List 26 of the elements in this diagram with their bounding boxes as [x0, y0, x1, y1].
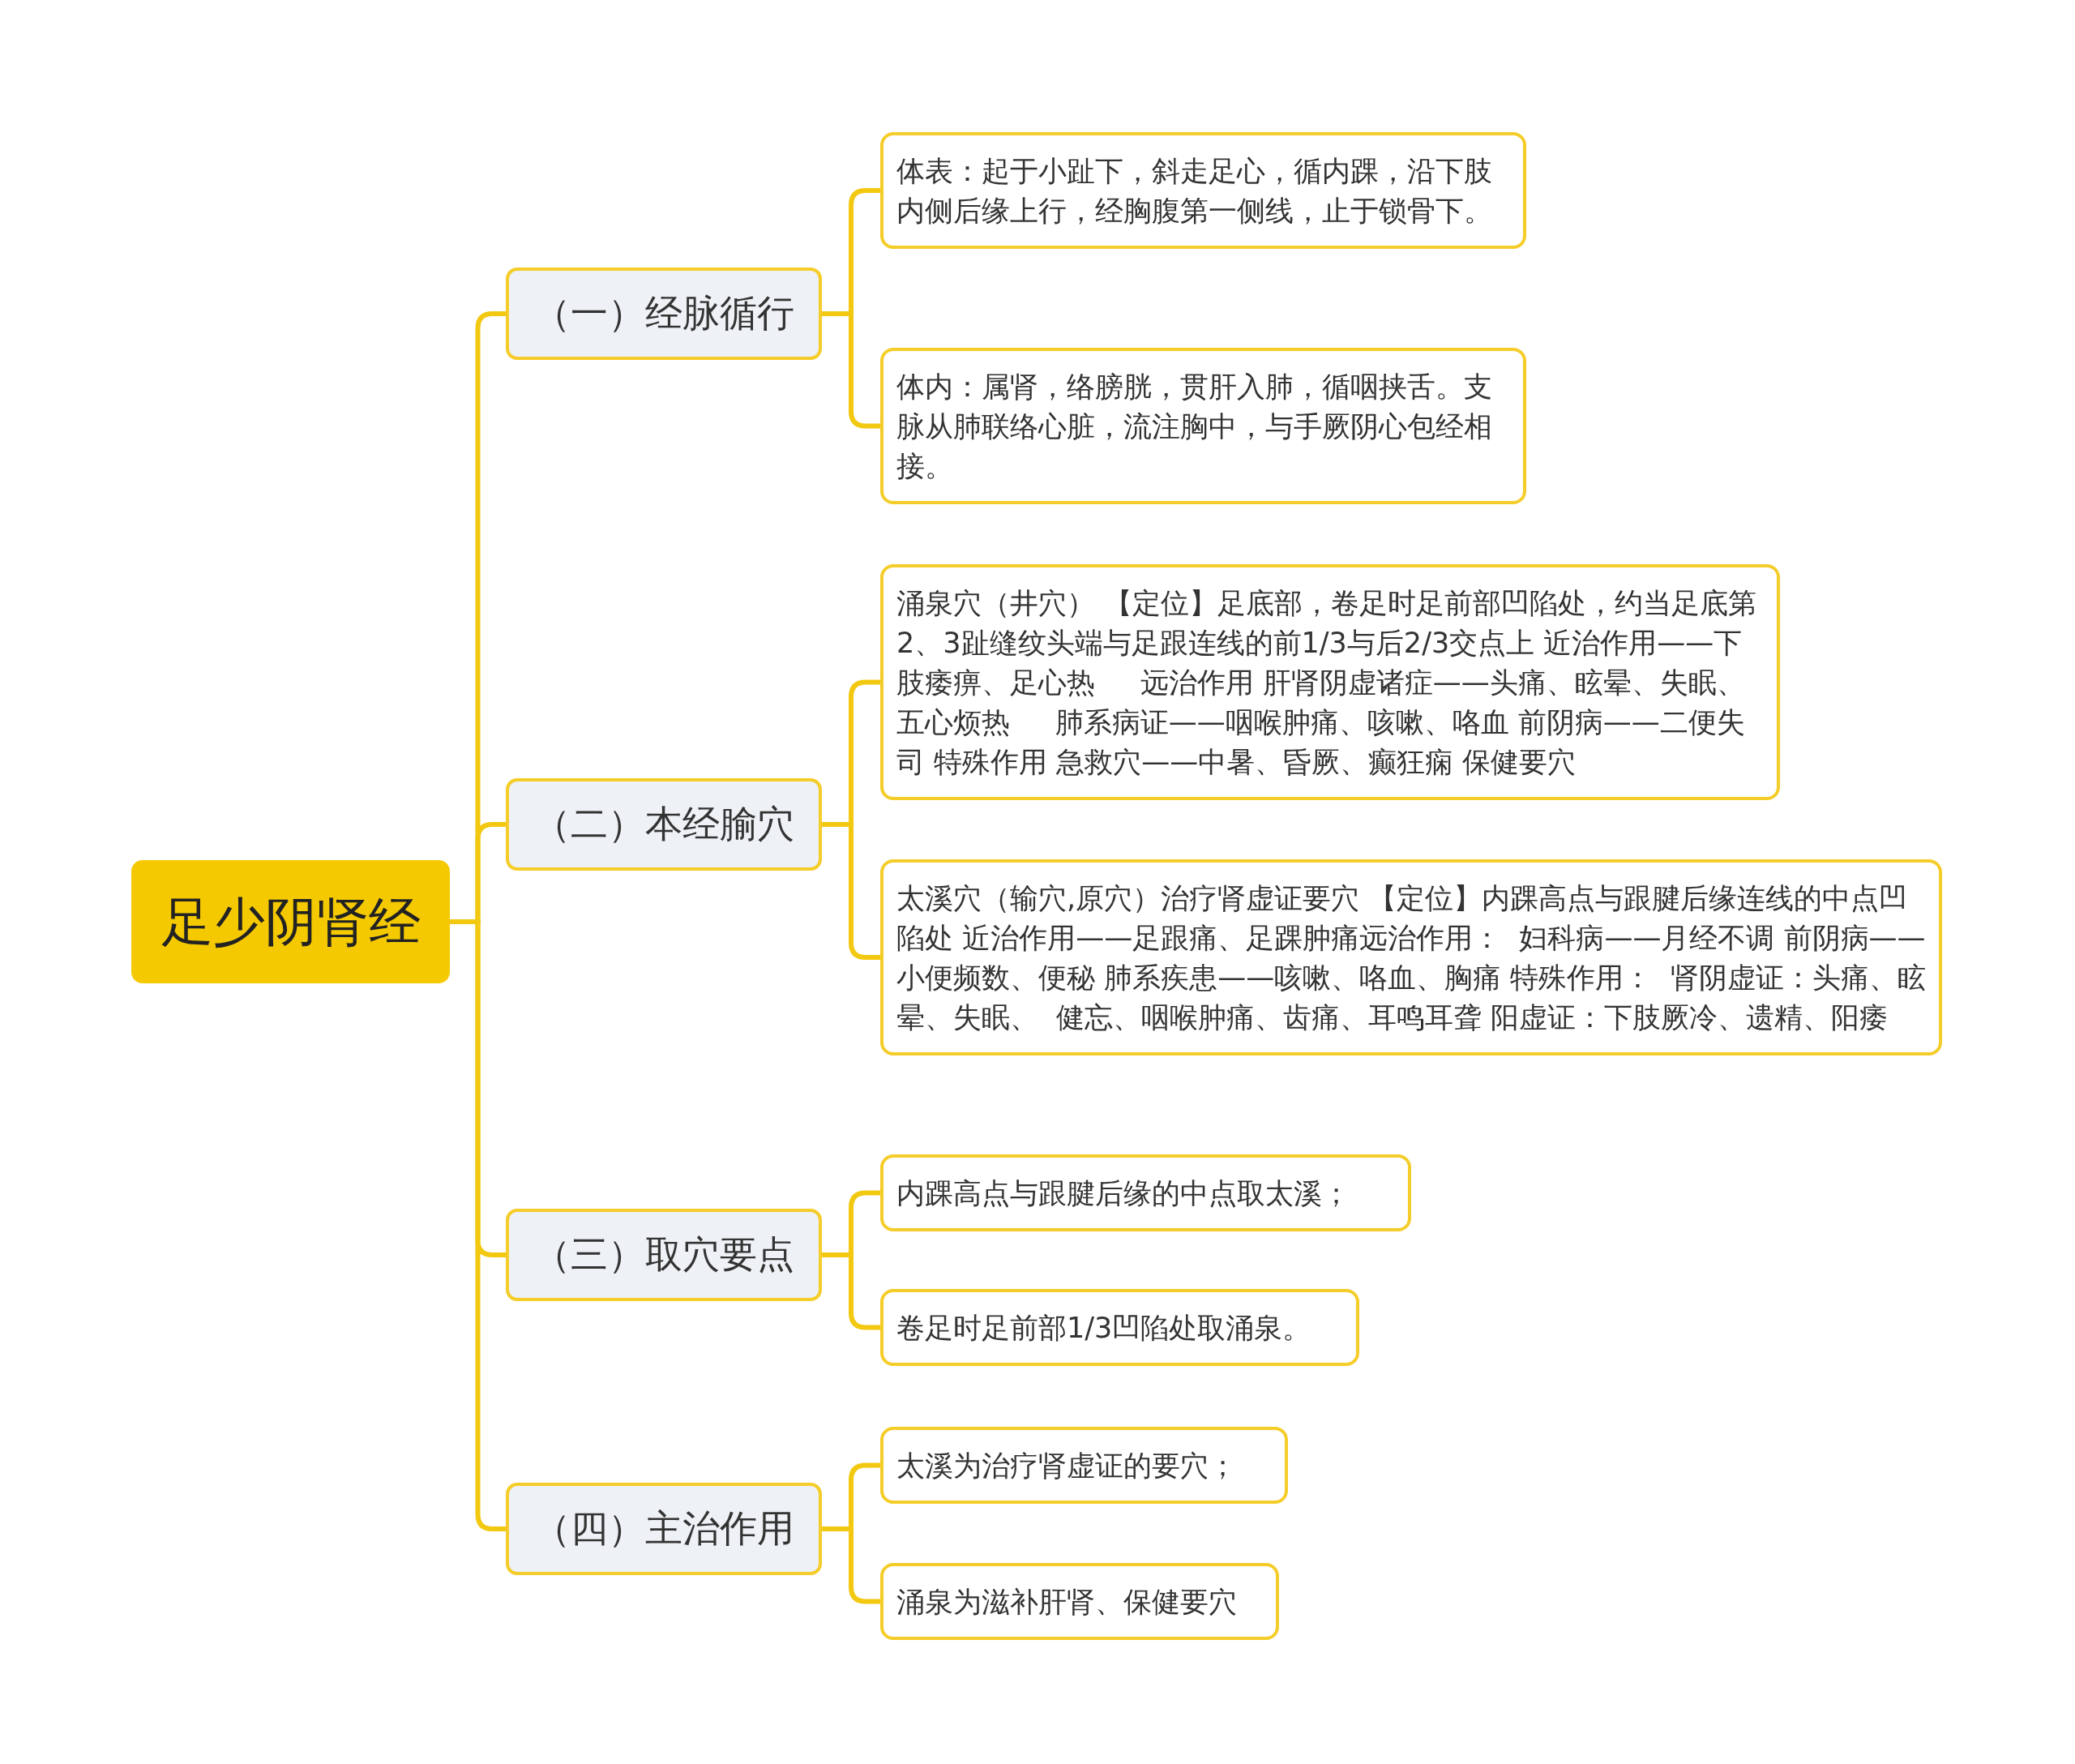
- branch-box: [506, 1209, 822, 1301]
- note-text: 涌泉穴（井穴） 【定位】足底部，卷足时足前部凹陷处，约当足底第2、3趾缝纹头端与足跟连线的前1/3与后2/3交点上 近治作用——下肢痿痹、足心热 远治作用 肝肾阴虚诸症——头痛、眩晕、失眠、五心烦热 肺系病证——咽喉肿痛、咳嗽、咯血 前阴病——二便失司 特殊作用 急救穴——中暑、昏厥、癫狂痫 保健要穴: [896, 587, 1757, 778]
- note-text: 卷足时足前部1/3凹陷处取涌泉。: [896, 1312, 1311, 1344]
- note-box: [880, 348, 1526, 504]
- note-text: 太溪为治疗肾虚证的要穴；: [896, 1449, 1237, 1482]
- note-text: 内踝高点与跟腱后缘的中点取太溪；: [896, 1177, 1350, 1210]
- branch-label: （二）本经腧穴: [533, 801, 794, 847]
- note-box: [880, 1289, 1359, 1366]
- note-box: [880, 1427, 1288, 1504]
- note-box: [880, 859, 1942, 1055]
- note-box: [880, 132, 1526, 249]
- note-box: [880, 1154, 1411, 1231]
- note-text: 涌泉为滋补肝肾、保健要穴: [896, 1586, 1237, 1618]
- branch-box: [506, 1483, 822, 1575]
- topic-box: [131, 860, 450, 983]
- note-box: [880, 1563, 1279, 1640]
- branch-label: （四）主治作用: [533, 1505, 794, 1552]
- note-text: 体内：属肾，络膀胱，贯肝入肺，循咽挟舌。支脉从肺联络心脏，流注胸中，与手厥阴心包经相接。: [896, 370, 1492, 482]
- branch-box: [506, 778, 822, 871]
- branch-box: [506, 268, 822, 360]
- note-text: 体表：起于小趾下，斜走足心，循内踝，沿下肢内侧后缘上行，经胸腹第一侧线，止于锁骨下。: [896, 155, 1492, 227]
- branch-label: （一）经脉循行: [533, 290, 794, 336]
- note-box: [880, 564, 1780, 800]
- note-text: 太溪穴（输穴,原穴）治疗肾虚证要穴 【定位】内踝高点与跟腱后缘连线的中点凹陷处 近治作用——足跟痛、足踝肿痛远治作用： 妇科病——月经不调 前阴病——小便频数、便秘 肺系疾患——咳嗽、咯血、胸痛 特殊作用： 肾阴虚证：头痛、眩晕、失眠、 健忘、咽喉肿痛、齿痛、耳鸣耳聋 阳虚证：下肢厥冷、遗精、阳痿: [896, 882, 1926, 1034]
- topic-title: 足少阴肾经: [160, 890, 421, 953]
- branch-label: （三）取穴要点: [533, 1231, 794, 1278]
